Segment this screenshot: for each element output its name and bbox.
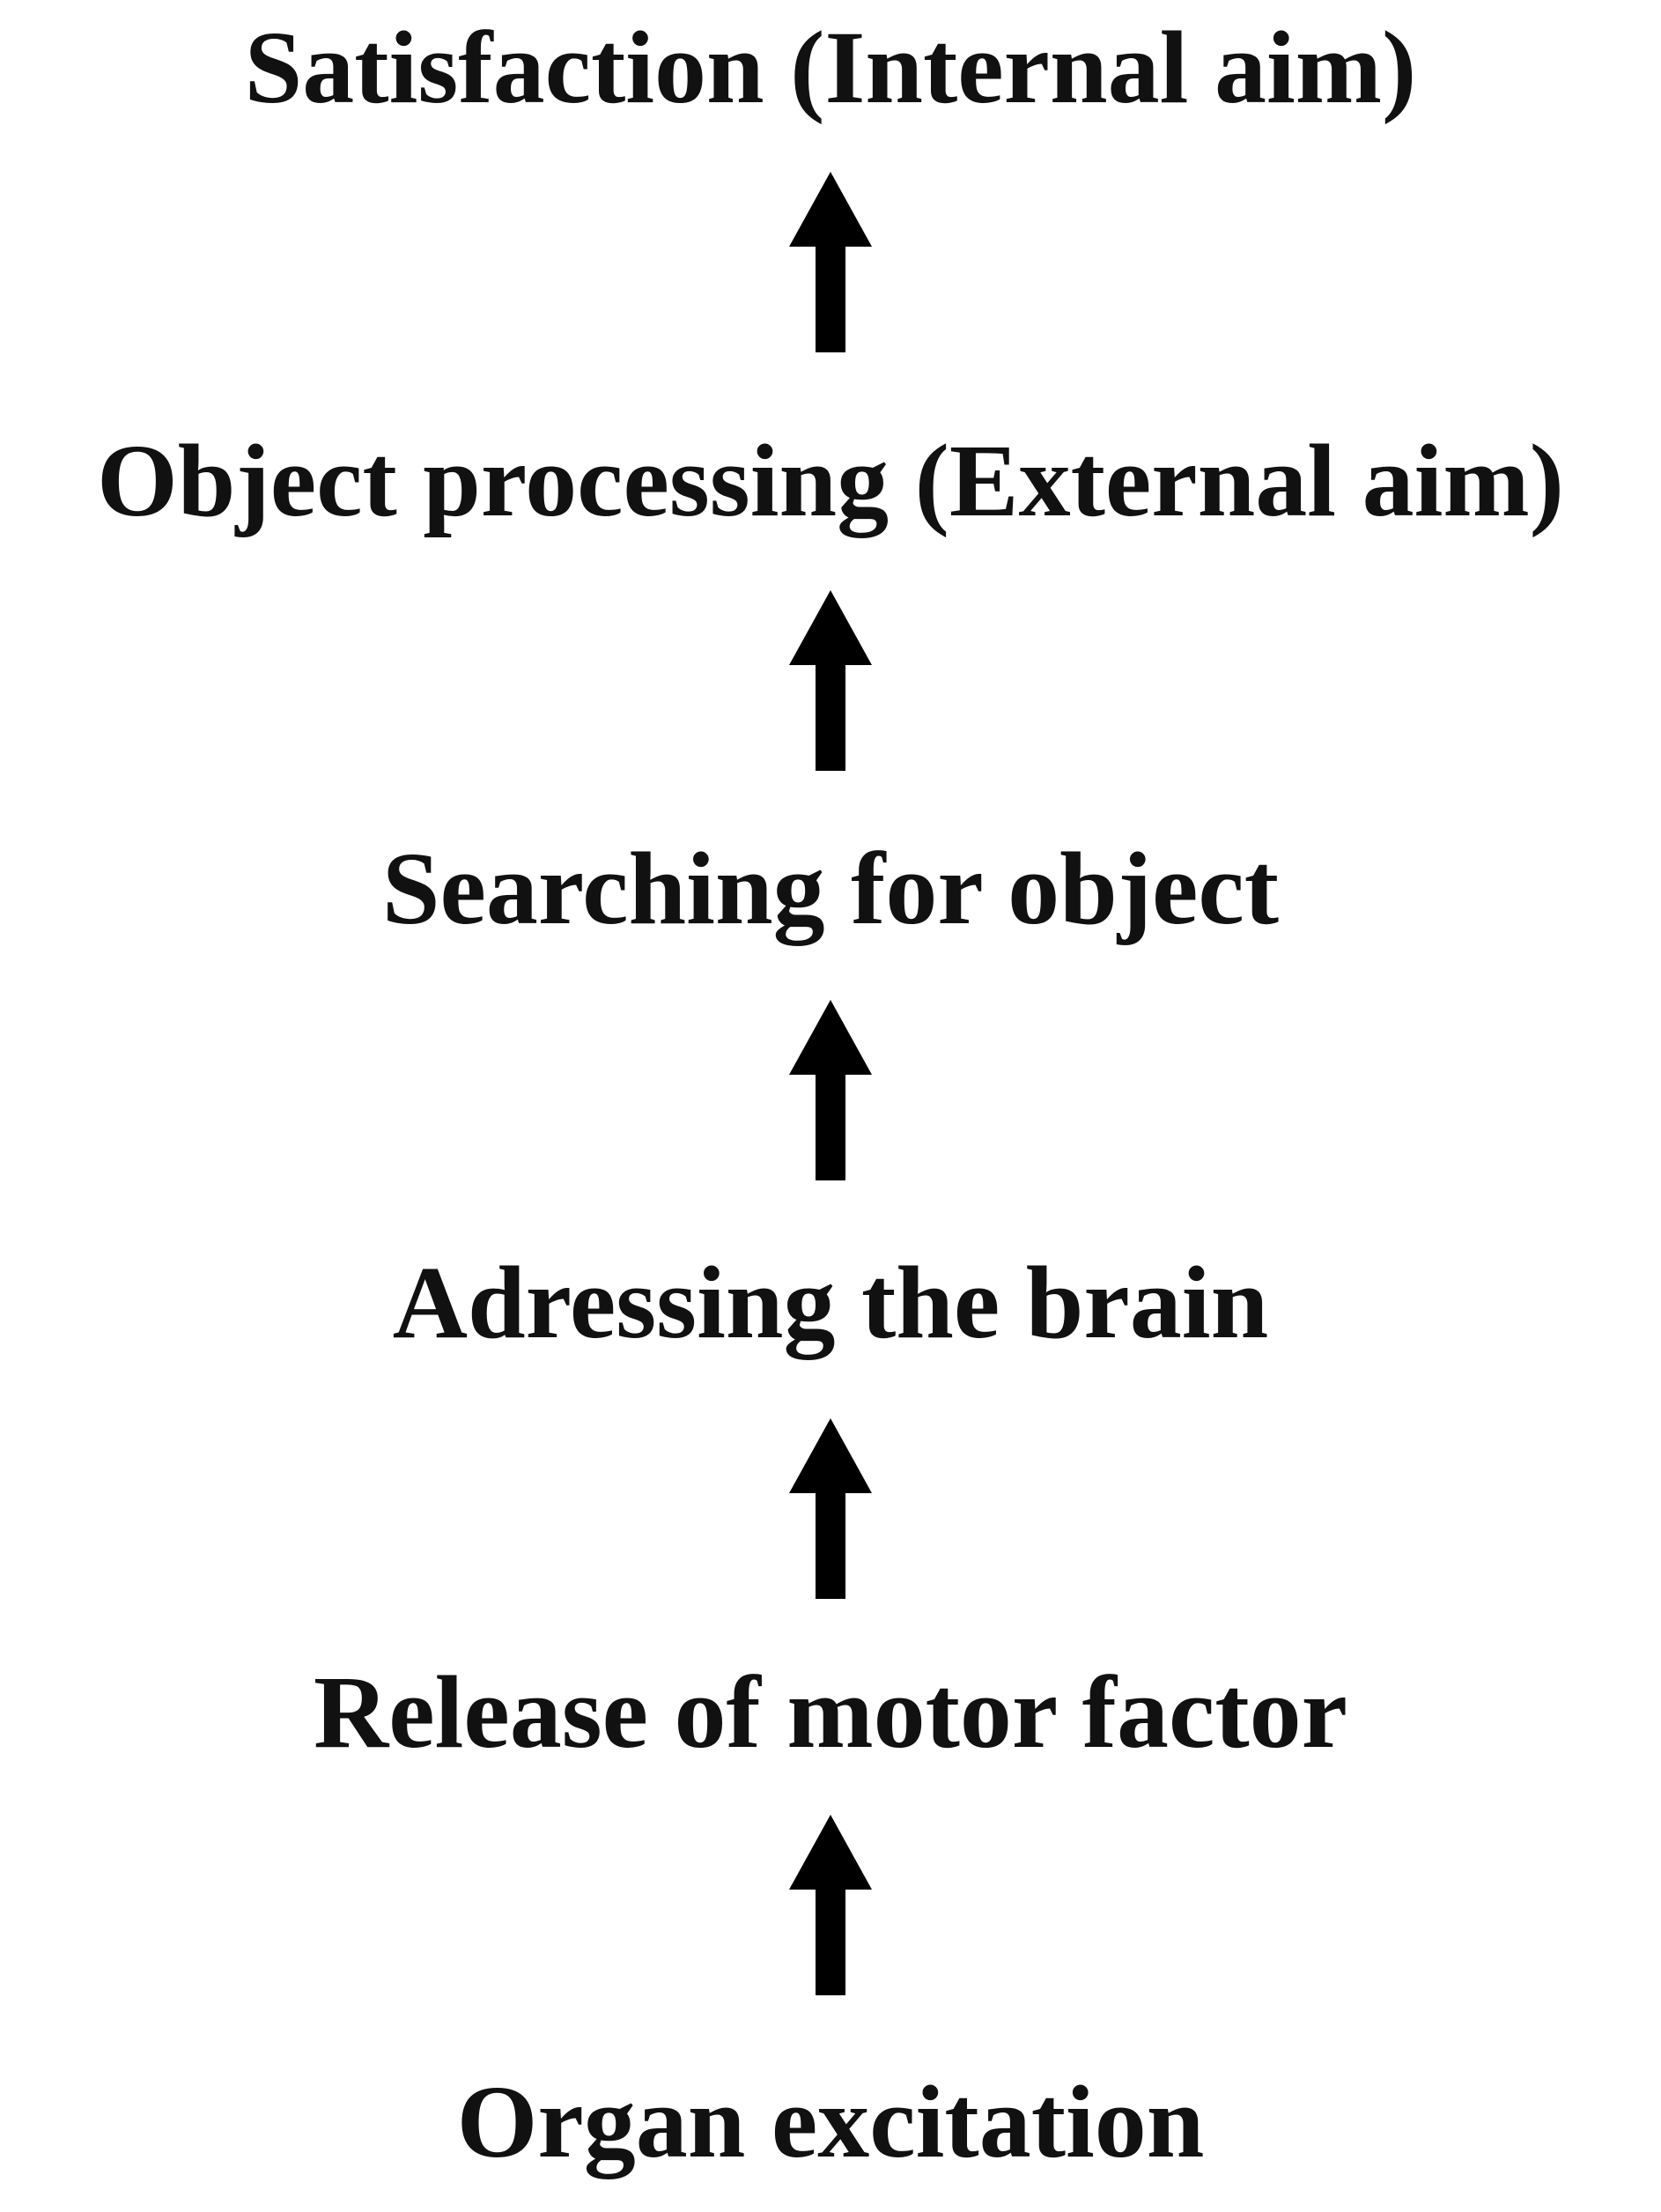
up-arrow-icon [789, 1418, 872, 1599]
up-arrow-icon [789, 172, 872, 352]
step-object-processing: Object processing (External aim) [97, 423, 1564, 538]
step-addressing-brain: Adressing the brain [392, 1245, 1269, 1360]
up-arrow-icon [789, 1815, 872, 1995]
up-arrow-icon [789, 590, 872, 771]
step-release-motor-factor: Release of motor factor [313, 1654, 1347, 1770]
step-satisfaction: Satisfaction (Internal aim) [244, 10, 1417, 125]
step-searching-object: Searching for object [381, 831, 1280, 946]
step-organ-excitation: Organ excitation [456, 2064, 1205, 2179]
up-arrow-icon [789, 1000, 872, 1180]
